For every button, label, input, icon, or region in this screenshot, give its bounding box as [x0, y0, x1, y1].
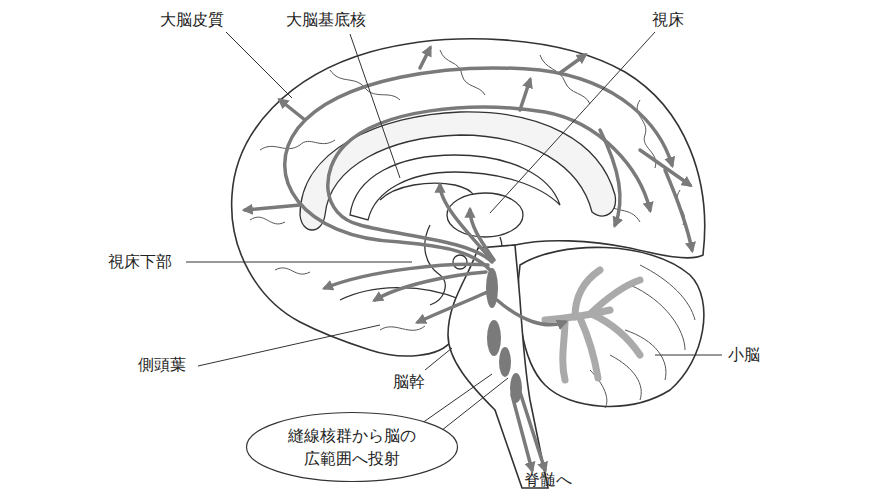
ellipse-outline [245, 411, 459, 483]
cerebellum-folia [590, 265, 695, 408]
part-label: 大脳基底核 [286, 10, 366, 29]
part-label: 視床 [652, 10, 684, 29]
part-label: 脳幹 [393, 372, 425, 391]
leader-lines [186, 32, 722, 370]
part-label: 視床下部 [108, 252, 172, 271]
callout-text: 縫線核群から脳の 広範囲へ投射 [277, 424, 427, 470]
part-label: 大脳皮質 [160, 10, 224, 29]
part-label: 小脳 [728, 345, 760, 364]
cerebellum-outline [518, 247, 704, 406]
projection-arrows [245, 48, 692, 470]
callout-ellipse: 縫線核群から脳の 広範囲へ投射 [245, 411, 459, 483]
brainstem-outline [448, 245, 548, 488]
part-label: 側頭葉 [138, 355, 186, 374]
part-label: 脊髄へ [524, 470, 572, 489]
raphe-nuclei [486, 268, 522, 403]
